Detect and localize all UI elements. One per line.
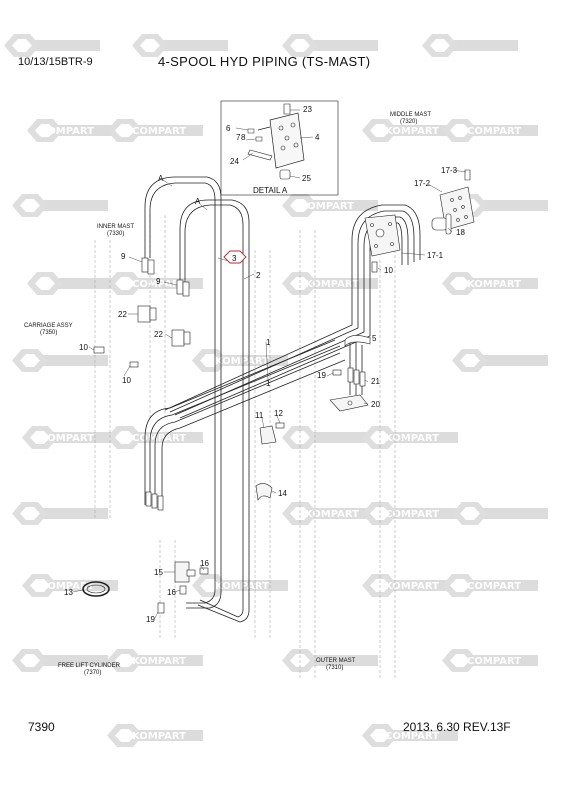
svg-text:KOMPART: KOMPART [385, 581, 439, 592]
callout-19-bottom: 19 [146, 615, 155, 624]
callout-17-1: 17-1 [427, 251, 444, 260]
callout-22-upper: 22 [118, 310, 127, 319]
callout-15: 15 [154, 568, 163, 577]
callout-10-left: 10 [79, 343, 88, 352]
label-free-lift-cylinder: FREE LIFT CYLINDER [58, 663, 121, 669]
svg-text:KOMPART: KOMPART [132, 731, 186, 742]
callout-5: 5 [372, 334, 377, 343]
label-middle-mast-ref: (7320) [400, 119, 417, 125]
callout-8: 8 [241, 133, 246, 142]
callout-leaders [72, 169, 467, 619]
label-middle-mast: MIDDLE MAST [390, 112, 431, 118]
svg-text:KOMPART: KOMPART [40, 433, 94, 444]
svg-text:KOMPART: KOMPART [385, 433, 439, 444]
label-inner-mast-ref: (7330) [107, 231, 124, 237]
callout-14: 14 [278, 489, 287, 498]
callout-22-lower: 22 [154, 330, 163, 339]
svg-text:COMPART: COMPART [385, 731, 439, 742]
label-outer-mast-ref: (7310) [326, 665, 343, 671]
svg-text:COMPART: COMPART [467, 581, 521, 592]
svg-text:KOMPART: KOMPART [132, 656, 186, 667]
callout-6: 6 [226, 124, 231, 133]
callout-a-right: A [195, 197, 201, 206]
callout-a-left: A [158, 174, 164, 183]
callout-1-upper: 1 [266, 338, 271, 347]
callout-13: 13 [64, 588, 73, 597]
callout-numbers: A A 3 2 17-3 17-2 18 17-1 10 9 9 22 22 1… [64, 166, 465, 624]
label-free-lift-cylinder-ref: (7370) [84, 670, 101, 676]
callout-10-right: 10 [384, 266, 393, 275]
callout-16-lower: 16 [167, 588, 176, 597]
hex-marker [223, 250, 247, 264]
svg-text:KOMPART: KOMPART [40, 126, 94, 137]
svg-text:COMPART: COMPART [132, 433, 186, 444]
svg-text:COMPART: COMPART [467, 656, 521, 667]
label-carriage-assy-ref: (7350) [40, 330, 57, 336]
svg-text:COMPART: COMPART [467, 126, 521, 137]
callout-18: 18 [456, 228, 465, 237]
components [82, 169, 475, 614]
callout-12: 12 [274, 409, 283, 418]
callout-2: 2 [256, 271, 261, 280]
callout-17-3: 17-3 [441, 166, 458, 175]
callout-16-upper: 16 [200, 559, 209, 568]
callout-11: 11 [255, 411, 264, 420]
detail-a: 23 6 7 8 4 24 25 DETAIL A [220, 100, 339, 196]
label-carriage-assy: CARRIAGE ASSY [24, 323, 73, 329]
callout-3: 3 [232, 254, 237, 263]
assembly-labels: MIDDLE MAST (7320) INNER MAST (7330) CAR… [24, 112, 431, 676]
model-number: 10/13/15BTR-9 [18, 56, 93, 68]
page-title: 4-SPOOL HYD PIPING (TS-MAST) [158, 54, 371, 69]
svg-text:KOMPART: KOMPART [305, 509, 359, 520]
svg-text:KOMPART: KOMPART [300, 201, 354, 212]
callout-23: 23 [303, 105, 312, 114]
callout-24: 24 [230, 157, 239, 166]
detail-a-title: DETAIL A [253, 186, 288, 195]
svg-text:KOMPART: KOMPART [385, 126, 439, 137]
callout-19-right: 19 [317, 371, 326, 380]
detail-a-frame [220, 100, 339, 196]
label-inner-mast: INNER MAST [97, 224, 134, 230]
label-outer-mast: OUTER MAST [316, 658, 356, 664]
svg-text:COMPART: COMPART [212, 656, 266, 667]
svg-text:KOMPART: KOMPART [467, 279, 521, 290]
callout-17-2: 17-2 [414, 179, 431, 188]
svg-text:KOMPART: KOMPART [215, 581, 269, 592]
callout-7: 7 [236, 133, 241, 142]
svg-text:KOMPART: KOMPART [305, 279, 359, 290]
svg-text:KOMPART: KOMPART [215, 356, 269, 367]
svg-text:COMPART: COMPART [385, 509, 439, 520]
callout-21: 21 [371, 377, 380, 386]
callout-25: 25 [302, 174, 311, 183]
callout-4: 4 [315, 133, 320, 142]
callout-20: 20 [371, 400, 380, 409]
watermark-text-layer: KOMPART COMPART KOMPART COMPART KOMPART … [40, 126, 521, 742]
page-number: 7390 [28, 720, 55, 734]
callout-9-lower: 9 [156, 277, 161, 286]
callout-10-lower: 10 [122, 376, 131, 385]
svg-text:COMPART: COMPART [40, 581, 94, 592]
revision-date: 2013. 6.30 REV.13F [403, 720, 511, 734]
callout-1-lower: 1 [266, 379, 271, 388]
svg-text:COMPART: COMPART [132, 126, 186, 137]
bracket-plate [269, 112, 305, 169]
svg-text:COMPART: COMPART [132, 279, 186, 290]
callout-9-upper: 9 [121, 252, 126, 261]
